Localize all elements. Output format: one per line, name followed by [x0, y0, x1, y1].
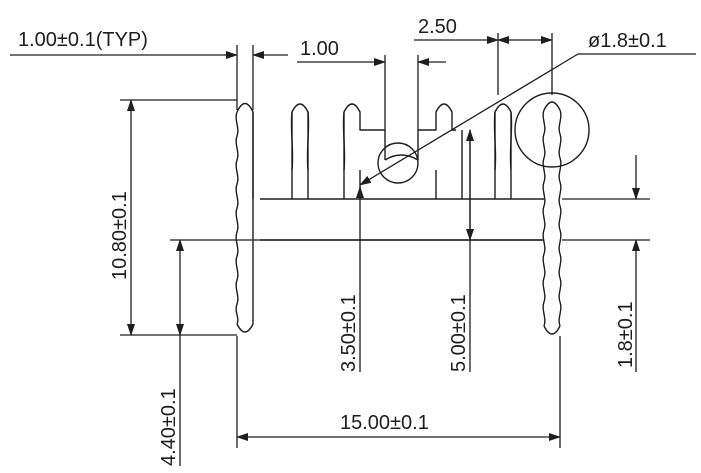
dim-lower-fin-height: 4.40±0.1: [158, 239, 544, 466]
dim-hole-diameter: ø1.8±0.1: [359, 30, 696, 186]
dim-slot-width: 1.00: [297, 38, 446, 130]
dim-base-offset: 5.00±0.1: [448, 129, 474, 372]
upper-fins: [252, 103, 513, 199]
slot-width-label: 1.00: [300, 38, 339, 60]
base-thickness-label: 1.8±0.1: [615, 301, 637, 368]
dim-slot-depth: 3.50±0.1: [338, 186, 364, 372]
dim-base-thickness: 1.8±0.1: [562, 155, 650, 372]
overall-height-label: 10.80±0.1: [109, 191, 131, 280]
outer-left-fin: [235, 102, 254, 333]
mount-hole-circle: [514, 92, 590, 168]
right-lower-fin: [542, 101, 562, 335]
slot-depth-label: 3.50±0.1: [338, 294, 360, 372]
base-plate: [260, 198, 544, 241]
lower-fin-height-label: 4.40±0.1: [158, 388, 180, 466]
pitch-label: 2.50: [418, 16, 457, 38]
fin-thickness-label: 1.00±0.1(TYP): [18, 29, 148, 51]
dim-overall-width: 15.00±0.1: [236, 336, 561, 448]
dim-overall-height: 10.80±0.1: [109, 99, 237, 336]
hole-diameter-label: ø1.8±0.1: [588, 30, 667, 52]
base-offset-label: 5.00±0.1: [448, 294, 470, 372]
overall-width-label: 15.00±0.1: [340, 412, 429, 434]
dim-pitch: 2.50: [414, 16, 553, 95]
dim-fin-thickness: 1.00±0.1(TYP): [10, 29, 288, 110]
heatsink-profile: [235, 92, 590, 335]
center-hole-circle: [377, 142, 419, 184]
